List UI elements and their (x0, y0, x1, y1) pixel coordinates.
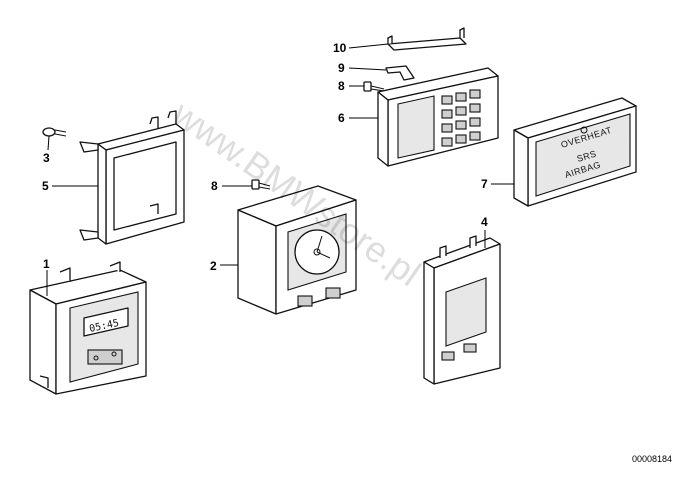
part-5-mounting-frame (79, 110, 185, 245)
callout-8-lower: 8 (211, 179, 218, 193)
callout-3: 3 (43, 151, 50, 165)
callout-6: 6 (338, 111, 345, 125)
part-3-screw (42, 127, 67, 137)
leader-lines (46, 43, 514, 296)
part-9-clip (385, 65, 415, 81)
callout-5: 5 (42, 179, 49, 193)
part-8-screw-upper (363, 81, 385, 92)
part-8-screw-lower (251, 179, 271, 190)
document-id: 00008184 (632, 454, 672, 464)
warning-symbol-icon (580, 126, 588, 134)
callout-8-upper: 8 (338, 79, 345, 93)
callout-4: 4 (481, 215, 488, 229)
part-7-warning-lamp: OVERHEAT SRS AIRBAG (513, 97, 637, 207)
part-1-digital-clock: 05:45 (29, 261, 147, 395)
part-4-trim-panel (423, 235, 501, 385)
callout-1: 1 (43, 257, 50, 271)
callout-2: 2 (210, 259, 217, 273)
part-10-bracket (387, 27, 467, 51)
callout-7: 7 (481, 177, 488, 191)
callout-10: 10 (333, 41, 347, 55)
part-6-check-control-panel (377, 67, 499, 167)
callout-labels: 10 9 8 6 7 3 5 8 2 1 4 (42, 41, 488, 273)
part-2-analog-clock (237, 185, 357, 315)
callout-9: 9 (338, 61, 345, 75)
panel-buttons (441, 89, 481, 147)
